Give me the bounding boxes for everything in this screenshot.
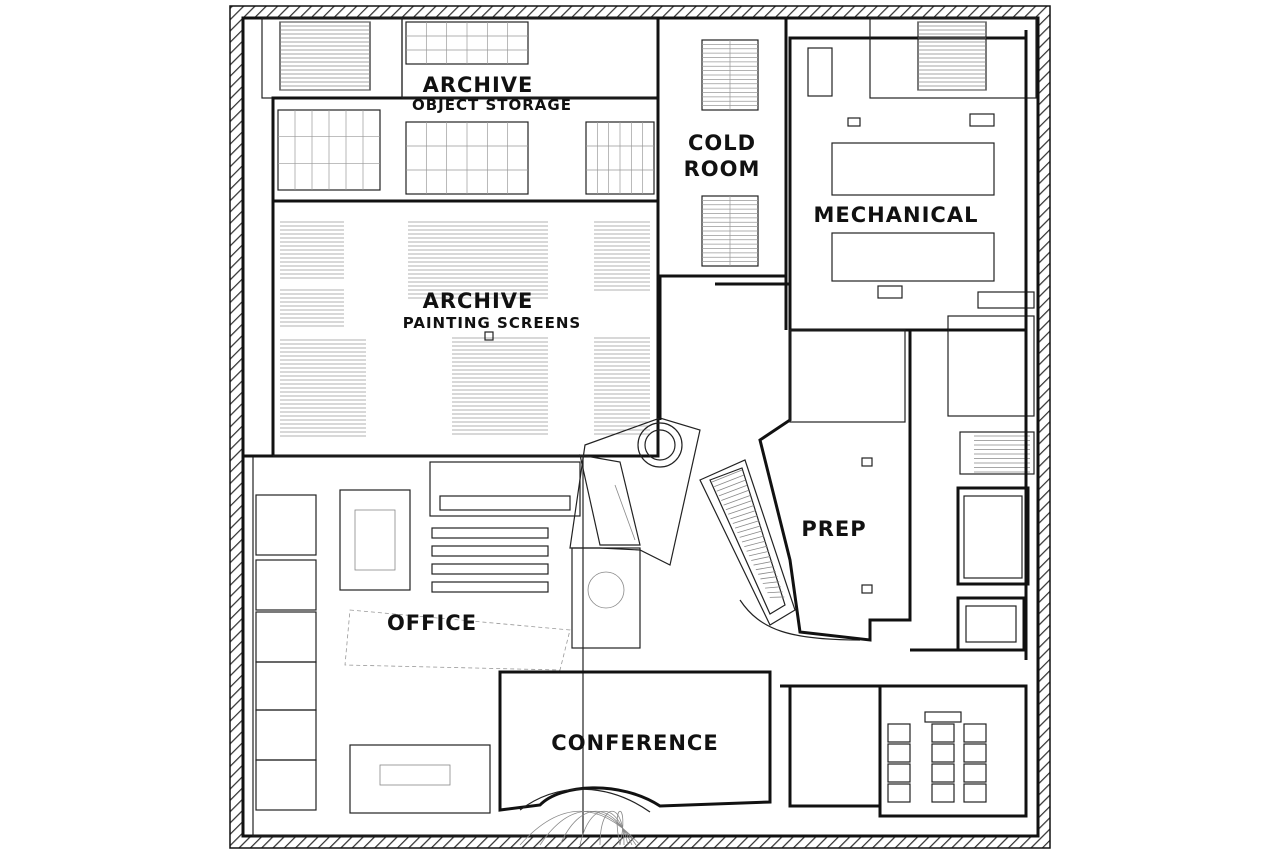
ramp-step — [751, 555, 771, 561]
office-cubicle — [255, 759, 317, 811]
toilet-stall — [963, 763, 987, 783]
ramp-step — [716, 479, 746, 492]
skylight-curve — [539, 811, 637, 846]
room-sublabel-painting-screens: PAINTING SCREENS — [403, 314, 581, 332]
toilet-stall — [931, 723, 955, 743]
ramp-step — [734, 520, 760, 529]
toilet-stall — [931, 763, 955, 783]
archive-object-storage-room: ARCHIVE OBJECT STORAGE — [271, 17, 660, 203]
ramp-step — [748, 550, 770, 557]
office-desk — [431, 563, 549, 575]
prep-room: PREP — [758, 328, 912, 642]
archive-painting-screens-room: ARCHIVE PAINTING SCREENS — [271, 199, 660, 458]
stair-top-left — [261, 17, 403, 99]
circulation-core — [569, 417, 861, 641]
skylight-curve — [599, 811, 625, 846]
interior-partitions — [243, 30, 1028, 688]
room-label-mechanical: MECHANICAL — [814, 203, 979, 227]
office-cubicle — [255, 494, 317, 556]
mechanical-room: MECHANICAL — [788, 17, 1037, 332]
office-cubicle — [255, 559, 317, 611]
ramp-step — [718, 484, 748, 497]
service-core-right — [947, 291, 1035, 652]
ramp-step — [728, 505, 754, 515]
cold-room: COLD ROOM — [656, 16, 788, 278]
ramp-step — [714, 474, 744, 487]
room-label-archive-object: ARCHIVE — [423, 73, 534, 97]
toilet-stall — [887, 783, 911, 803]
office-desk — [431, 527, 549, 539]
ramp-step — [732, 515, 758, 524]
ramp-step — [739, 530, 763, 538]
office-desk — [431, 581, 549, 593]
skylight-curve — [616, 811, 624, 846]
toilet-stall — [887, 763, 911, 783]
toilet-stall — [931, 743, 955, 763]
ramp-step — [723, 495, 751, 506]
toilet-stall — [963, 783, 987, 803]
office-cubicle — [255, 709, 317, 761]
ramp-step — [755, 566, 775, 571]
ramp-step — [765, 586, 781, 589]
room-sublabel-object-storage: OBJECT STORAGE — [412, 96, 572, 114]
toilet-stall — [963, 723, 987, 743]
ramp-step — [725, 500, 753, 511]
ramp-step — [741, 535, 765, 543]
room-label-prep: PREP — [801, 517, 866, 541]
skylight-curve — [579, 811, 629, 846]
office-cubicle — [255, 611, 317, 663]
ramp-step — [753, 560, 773, 566]
ramp-step — [744, 540, 766, 548]
restrooms — [788, 684, 1028, 818]
toilet-stall — [931, 783, 955, 803]
room-label-archive-painting: ARCHIVE — [423, 289, 534, 313]
room-label-cold: COLD — [688, 131, 756, 155]
ramp-step — [721, 489, 749, 501]
ramp-step — [758, 571, 776, 575]
ramp-step — [767, 591, 783, 594]
ramp-step — [730, 510, 756, 520]
toilet-stall — [887, 723, 911, 743]
ramp-step — [746, 545, 768, 552]
office-desk — [439, 495, 571, 511]
skylight-curve — [559, 810, 633, 846]
room-label-office: OFFICE — [387, 611, 477, 635]
ramp-step — [762, 581, 780, 584]
ramp-step — [760, 576, 778, 580]
room-label-room: ROOM — [684, 157, 761, 181]
toilet-stall — [963, 743, 987, 763]
office-area: OFFICE — [252, 455, 641, 837]
office-cubicle — [255, 661, 317, 711]
room-label-conference: CONFERENCE — [551, 731, 718, 755]
office-desk — [431, 545, 549, 557]
ramp-step — [737, 525, 761, 534]
toilet-stall — [887, 743, 911, 763]
ramp-step — [711, 469, 743, 483]
conference-room: CONFERENCE — [498, 670, 772, 846]
